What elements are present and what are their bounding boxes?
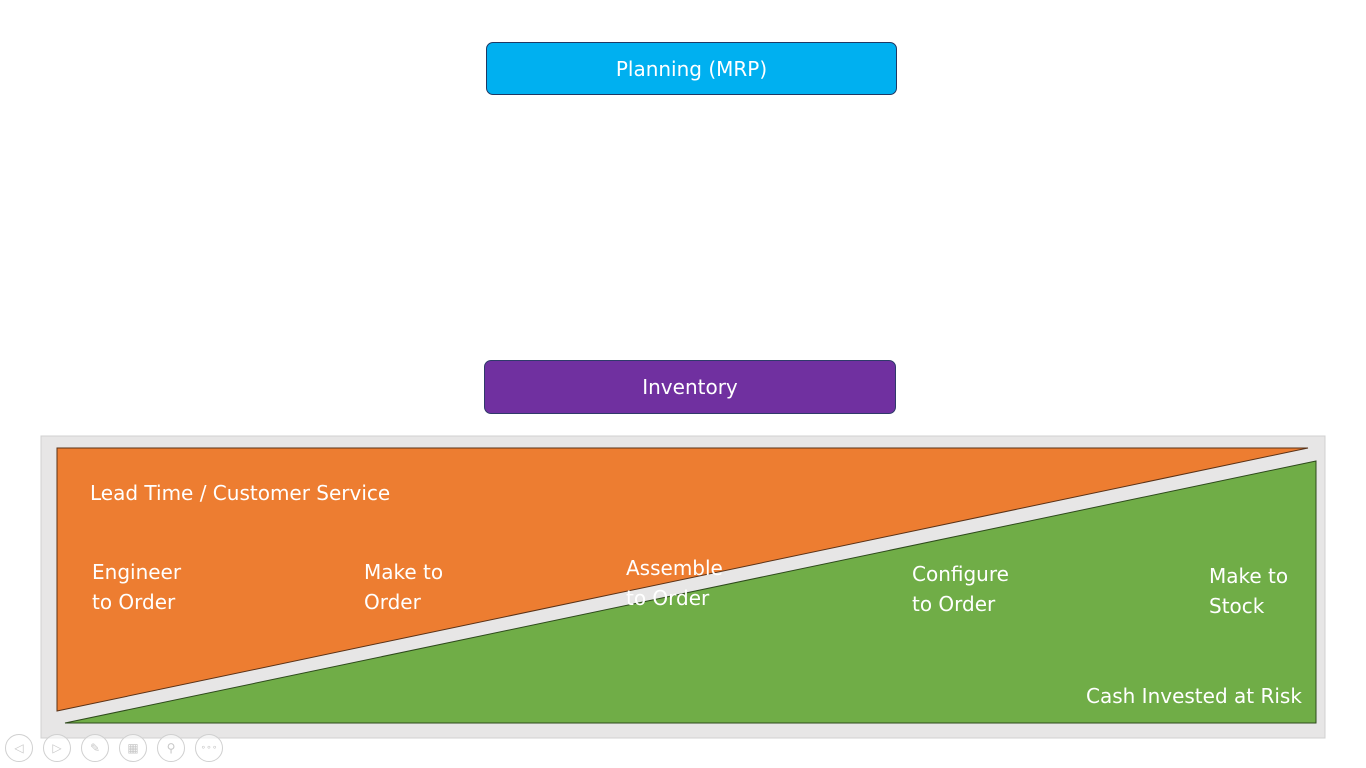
previous-icon: ◁ (14, 741, 24, 755)
lead-time-label: Lead Time / Customer Service (90, 481, 391, 505)
lead-time-triangle (56, 447, 1309, 712)
pen-icon: ✎ (89, 741, 101, 755)
strategy-make-to-order: Make to Order (364, 560, 444, 614)
planning-mrp-box: Planning (MRP) (486, 42, 897, 95)
cash-at-risk-triangle (64, 460, 1317, 724)
strategy-assemble-to-order: Assemble to Order (626, 556, 723, 610)
next-slide-button[interactable]: ▷ (43, 734, 71, 762)
previous-slide-button[interactable]: ◁ (5, 734, 33, 762)
zoom-button[interactable]: ⚲ (157, 734, 185, 762)
pen-tool-button[interactable]: ✎ (81, 734, 109, 762)
strategy-make-to-stock: Make to Stock (1209, 564, 1289, 618)
slides-grid-icon: ▦ (127, 741, 139, 755)
magnifier-icon: ⚲ (166, 741, 176, 755)
next-icon: ▷ (52, 741, 62, 755)
more-options-button[interactable]: ∘∘∘ (195, 734, 223, 762)
cash-at-risk-label: Cash Invested at Risk (1086, 684, 1302, 708)
strategy-engineer-to-order: Engineer to Order (92, 560, 182, 614)
inventory-label: Inventory (642, 375, 738, 399)
planning-label: Planning (MRP) (615, 56, 768, 81)
strategy-configure-to-order: Configure to Order (912, 562, 1009, 616)
more-icon: ∘∘∘ (200, 743, 218, 753)
inventory-box: Inventory (484, 360, 896, 414)
see-all-slides-button[interactable]: ▦ (119, 734, 147, 762)
